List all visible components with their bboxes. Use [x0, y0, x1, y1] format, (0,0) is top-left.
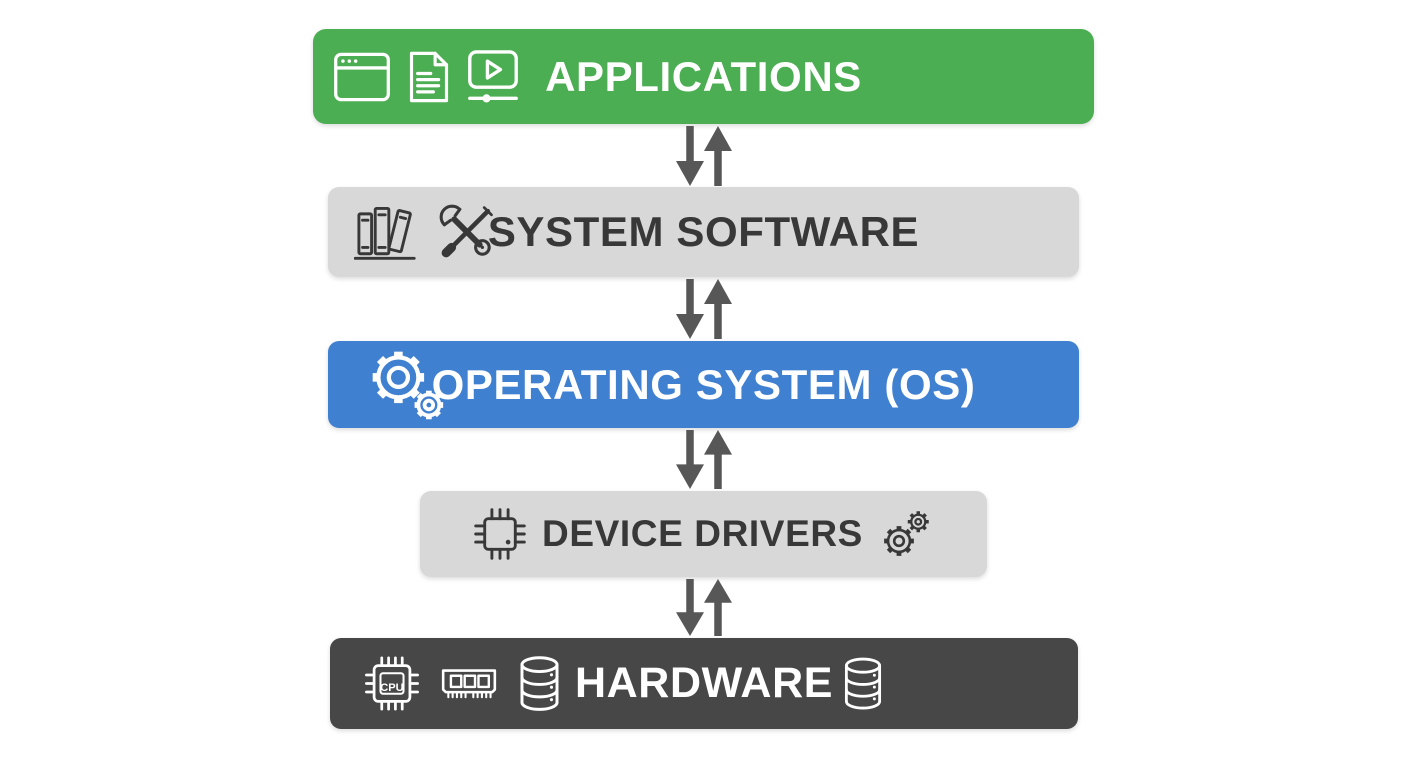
arrow-down-icon: [676, 279, 704, 339]
layer-label: DEVICE DRIVERS: [542, 513, 863, 554]
arrow-up-icon: [704, 430, 732, 489]
gears-icon: [884, 511, 929, 556]
layer-applications: APPLICATIONS: [313, 29, 1094, 124]
layer-label: OPERATING SYSTEM (OS): [431, 360, 976, 408]
os-icon-group: [366, 345, 446, 425]
arrow-up-icon: [704, 579, 732, 636]
database-icon: [844, 657, 882, 709]
arrow-down-icon: [676, 430, 704, 489]
chip-icon: [474, 508, 526, 560]
connector-systemsoftware-os: [674, 279, 734, 339]
browser-window-icon: [334, 52, 390, 101]
connector-devicedrivers-hardware: [674, 579, 734, 636]
connector-os-devicedrivers: [674, 430, 734, 489]
layer-system-software: SYSTEM SOFTWARE: [328, 187, 1079, 277]
layer-label: HARDWARE: [574, 659, 833, 707]
arrow-down-icon: [676, 579, 704, 636]
gears-icon: [372, 351, 444, 419]
arrow-up-icon: [704, 126, 732, 186]
media-player-icon: [468, 49, 518, 102]
layer-label: APPLICATIONS: [545, 52, 862, 100]
wrench-screwdriver-icon: [439, 204, 493, 258]
arrow-up-icon: [704, 279, 732, 339]
hardware-icon-group: CPU: [363, 654, 562, 713]
layer-hardware: CPU HARD: [330, 638, 1078, 729]
layer-label: SYSTEM SOFTWARE: [487, 208, 920, 255]
database-icon: [520, 655, 559, 711]
books-icon: [354, 206, 416, 260]
layer-device-drivers: DEVICE DRIVERS: [420, 491, 987, 577]
applications-icon-group: [333, 48, 519, 106]
cpu-label: CPU: [380, 682, 403, 694]
cpu-icon: CPU: [365, 656, 419, 711]
ram-icon: [441, 669, 497, 699]
arrow-down-icon: [676, 126, 704, 186]
document-icon: [409, 51, 449, 102]
connector-applications-systemsoftware: [674, 126, 734, 186]
layer-operating-system: OPERATING SYSTEM (OS): [328, 341, 1079, 428]
system-software-icon-group: [354, 203, 496, 261]
